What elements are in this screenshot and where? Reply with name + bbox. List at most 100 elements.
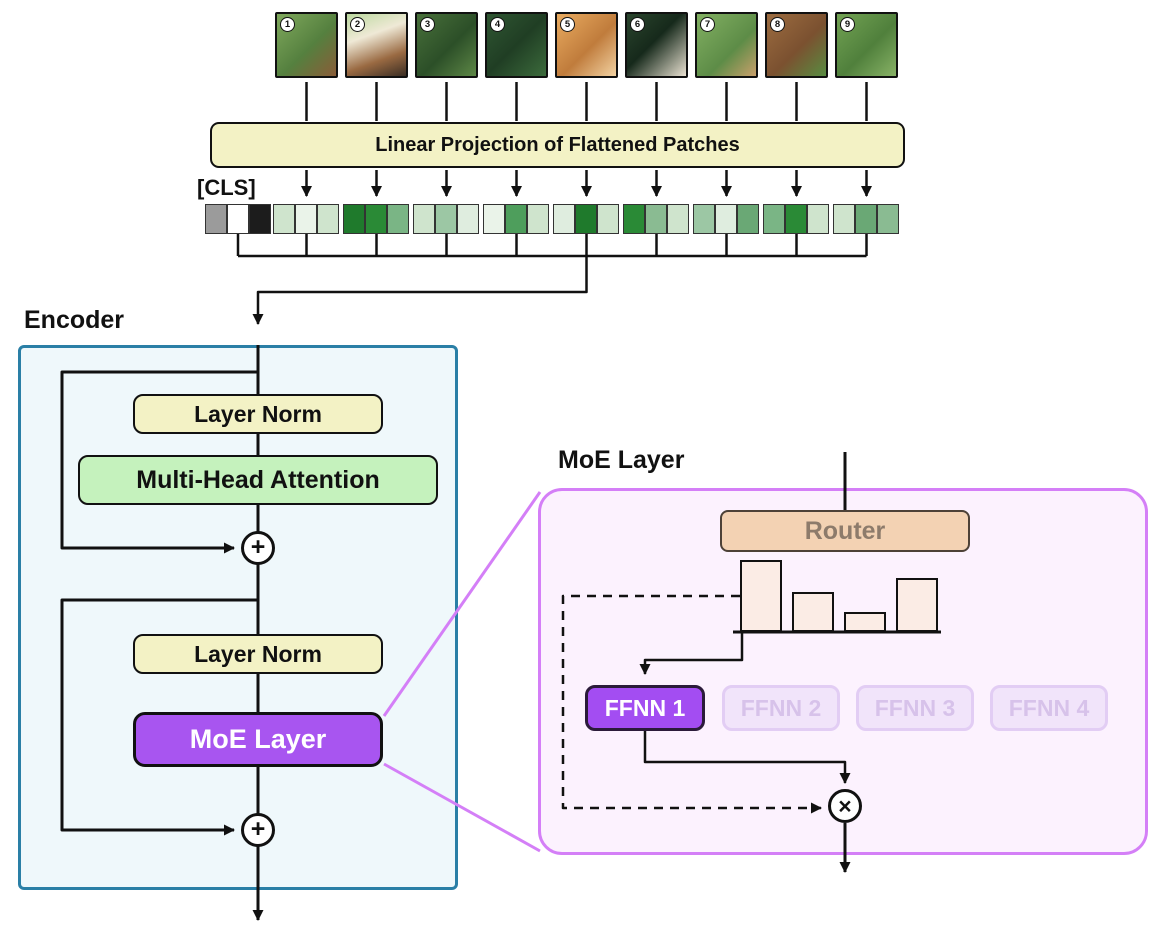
skip-connection-2 — [60, 598, 258, 836]
expert-ffnn-1-label: FFNN 1 — [604, 694, 686, 721]
expert-ffnn-3: FFNN 3 — [856, 685, 974, 731]
cls-token-label: [CLS] — [197, 175, 256, 200]
token-cell — [737, 204, 759, 234]
expert-ffnn-3-label: FFNN 3 — [874, 694, 956, 721]
token-cell — [575, 204, 597, 234]
layer-norm-2-box: Layer Norm — [133, 634, 383, 674]
multi-head-attention-label: Multi-Head Attention — [136, 465, 380, 494]
encoder-box — [18, 345, 458, 890]
layer-norm-1-label: Layer Norm — [194, 400, 322, 427]
router-weight-bars — [740, 556, 938, 632]
patch-image-9: 9 — [835, 12, 898, 78]
token-cell — [457, 204, 479, 234]
expert-output-line — [643, 731, 851, 784]
residual-add-node-2: + — [241, 813, 275, 847]
router-weight-dashed-line — [561, 594, 822, 814]
token-cell — [597, 204, 619, 234]
token-cell — [833, 204, 855, 234]
token-group-5 — [553, 204, 619, 234]
token-cell — [693, 204, 715, 234]
token-cell — [763, 204, 785, 234]
token-cell — [645, 204, 667, 234]
token-cell — [249, 204, 271, 234]
patch-number-badge: 5 — [560, 17, 575, 32]
token-cell — [877, 204, 899, 234]
router-weight-bar-2 — [792, 592, 834, 632]
token-group-7 — [693, 204, 759, 234]
router-to-expert-arrow — [639, 633, 744, 675]
patch-image-4: 4 — [485, 12, 548, 78]
patch-number-badge: 9 — [840, 17, 855, 32]
skip-connection-1 — [60, 370, 258, 554]
router-label: Router — [804, 516, 886, 545]
expert-ffnn-2: FFNN 2 — [722, 685, 840, 731]
patch-number-badge: 7 — [700, 17, 715, 32]
token-cell — [317, 204, 339, 234]
linear-projection-box: Linear Projection of Flattened Patches — [210, 122, 905, 168]
token-cell — [365, 204, 387, 234]
router-weight-bar-4 — [896, 578, 938, 632]
token-cell — [387, 204, 409, 234]
expert-ffnn-1: FFNN 1 — [585, 685, 705, 731]
patch-image-3: 3 — [415, 12, 478, 78]
multiply-node: × — [828, 789, 862, 823]
token-cell — [855, 204, 877, 234]
patch-number-badge: 1 — [280, 17, 295, 32]
linear-projection-label: Linear Projection of Flattened Patches — [375, 133, 740, 156]
moe-layer-box: MoE Layer — [133, 712, 383, 767]
patch-image-6: 6 — [625, 12, 688, 78]
token-cell — [667, 204, 689, 234]
token-group-6 — [623, 204, 689, 234]
moe-zoom-lines — [382, 491, 542, 853]
patch-image-2: 2 — [345, 12, 408, 78]
token-group-4 — [483, 204, 549, 234]
patch-to-projection-lines — [305, 82, 868, 121]
token-cell — [527, 204, 549, 234]
token-cell — [295, 204, 317, 234]
patch-number-badge: 8 — [770, 17, 785, 32]
token-group-1 — [273, 204, 339, 234]
router-box: Router — [720, 510, 970, 552]
layer-norm-2-label: Layer Norm — [194, 640, 322, 667]
token-cell — [435, 204, 457, 234]
expert-ffnn-4-label: FFNN 4 — [1008, 694, 1090, 721]
residual-add-node-1: + — [241, 531, 275, 565]
token-merge-bracket — [236, 234, 868, 325]
router-weight-bar-3 — [844, 612, 886, 632]
token-cell — [273, 204, 295, 234]
token-cell — [483, 204, 505, 234]
plus-icon: + — [250, 814, 266, 843]
projection-to-token-arrows — [301, 170, 872, 197]
router-weight-bar-1 — [740, 560, 782, 632]
moe-detail-label: MoE Layer — [558, 446, 685, 474]
patch-number-badge: 6 — [630, 17, 645, 32]
patch-row: 1 2 3 4 5 6 7 8 9 — [275, 12, 898, 78]
token-cell — [785, 204, 807, 234]
multi-head-attention-box: Multi-Head Attention — [78, 455, 438, 505]
token-group-8 — [763, 204, 829, 234]
patch-number-badge: 4 — [490, 17, 505, 32]
moe-layer-label: MoE Layer — [189, 724, 327, 754]
token-group-2 — [343, 204, 409, 234]
token-cell — [623, 204, 645, 234]
token-group-cls — [205, 204, 271, 234]
expert-ffnn-4: FFNN 4 — [990, 685, 1108, 731]
plus-icon: + — [250, 532, 266, 561]
patch-number-badge: 2 — [350, 17, 365, 32]
patch-image-5: 5 — [555, 12, 618, 78]
token-cell — [807, 204, 829, 234]
patch-number-badge: 3 — [420, 17, 435, 32]
token-cell — [205, 204, 227, 234]
layer-norm-1-box: Layer Norm — [133, 394, 383, 434]
token-cell — [343, 204, 365, 234]
encoder-label: Encoder — [24, 306, 125, 334]
patch-image-7: 7 — [695, 12, 758, 78]
token-group-9 — [833, 204, 899, 234]
expert-ffnn-2-label: FFNN 2 — [740, 694, 822, 721]
patch-image-1: 1 — [275, 12, 338, 78]
patch-image-8: 8 — [765, 12, 828, 78]
token-cell — [227, 204, 249, 234]
token-cell — [553, 204, 575, 234]
